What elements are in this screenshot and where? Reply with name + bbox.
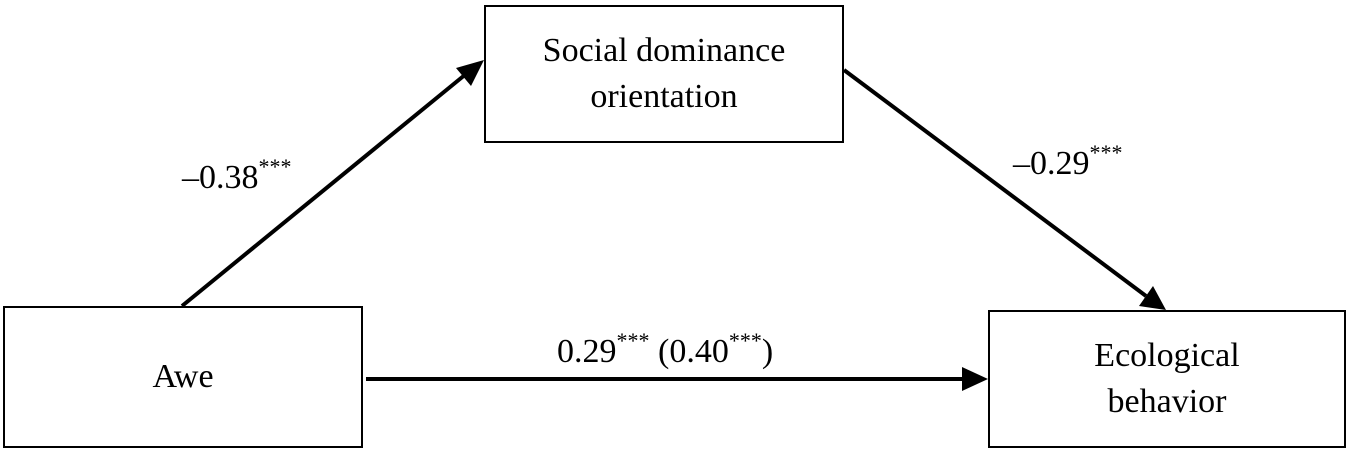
coefficient-value: –0.29	[1013, 145, 1090, 182]
node-label-line: orientation	[590, 78, 738, 115]
arrowhead-awe-to-eco	[962, 367, 988, 391]
node-label-line: behavior	[1107, 383, 1227, 420]
arrowhead-awe-to-sdo	[456, 60, 484, 86]
significance-marker: ***	[616, 328, 650, 353]
coefficient-path-c: 0.29*** (0.40***)	[557, 328, 774, 371]
node-label-line: Ecological	[1094, 337, 1240, 374]
significance-marker: ***	[258, 154, 292, 179]
coefficient-path-a: –0.38***	[182, 156, 292, 198]
direct-effect-value: 0.29	[557, 333, 617, 370]
node-label-line: Social dominance	[542, 32, 786, 69]
total-effect-value: 0.40	[669, 333, 729, 370]
node-awe: Awe	[3, 306, 363, 448]
coefficient-value: –0.38	[182, 159, 259, 196]
arrow-sdo-to-eco	[842, 68, 1148, 298]
significance-marker: ***	[728, 328, 762, 353]
node-label-line: Awe	[152, 358, 214, 395]
arrow-awe-to-sdo	[180, 72, 468, 308]
node-social-dominance-orientation: Social dominance orientation	[484, 5, 844, 143]
arrowhead-sdo-to-eco	[1139, 286, 1166, 310]
node-ecological-behavior: Ecological behavior	[988, 310, 1346, 448]
significance-marker: ***	[1089, 140, 1123, 165]
coefficient-path-b: –0.29***	[1013, 142, 1123, 184]
